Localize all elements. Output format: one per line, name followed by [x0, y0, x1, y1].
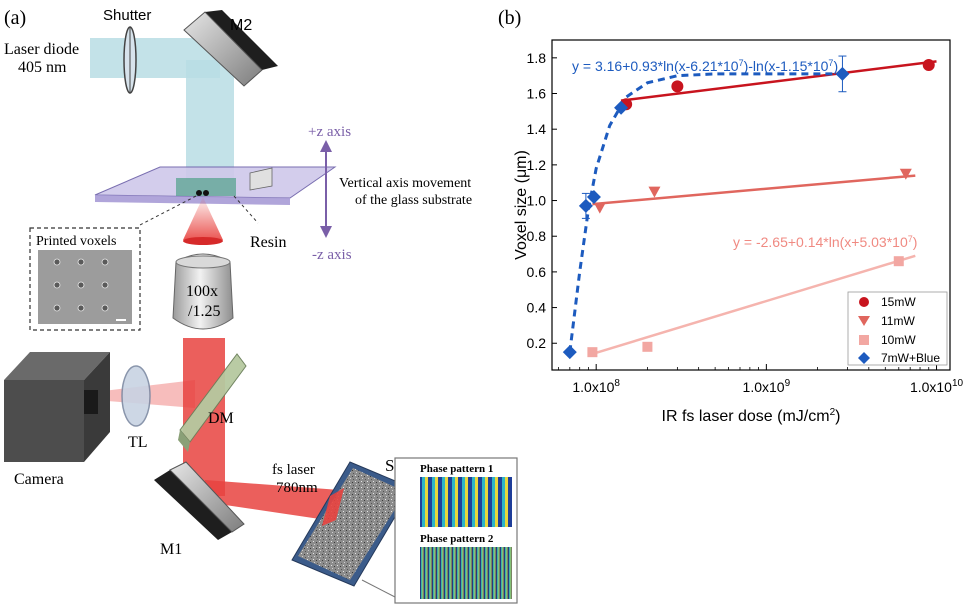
x-tick-label: 1.0x1010: [910, 378, 964, 395]
legend-marker-7mw-blue: [858, 352, 870, 364]
fs-wavelength-label: 780nm: [276, 480, 318, 496]
point-11mw: [593, 202, 606, 214]
phase-pattern-2-label: Phase pattern 2: [420, 533, 494, 545]
minus-z-label: -z axis: [312, 247, 352, 263]
point-7mw-blue: [578, 198, 593, 213]
z-axis-arrow-down: [320, 226, 332, 238]
red-beam-to-slm: [205, 480, 340, 522]
y-tick-label: 0.4: [527, 300, 547, 316]
panel-a-label: (a): [4, 7, 26, 29]
legend-label-7mw-blue: 7mW+Blue: [881, 351, 940, 365]
resin-pointer: [233, 195, 259, 224]
voxel-dot-1: [196, 190, 202, 196]
focused-red-cone: [183, 197, 223, 240]
point-11mw: [899, 168, 912, 180]
x-tick-label: 1.0x108: [572, 378, 620, 395]
fit-line-7mw-blue: [568, 72, 848, 353]
printed-voxels-image: [38, 250, 132, 324]
phase-pattern-1-label: Phase pattern 1: [420, 463, 493, 475]
panel-b-label: (b): [498, 7, 521, 29]
y-tick-label: 1.6: [527, 86, 547, 102]
laser-wavelength-label: 405 nm: [18, 59, 67, 76]
objective-lens: [172, 253, 234, 330]
inset-projection-line: [361, 579, 396, 598]
resin-drop: [176, 178, 236, 196]
point-10mw: [587, 347, 598, 358]
x-axis-label: IR fs laser dose (mJ/cm2): [662, 407, 841, 425]
fit-lines: [568, 60, 937, 356]
point-7mw-blue: [614, 100, 629, 115]
plus-z-label: +z axis: [308, 124, 351, 140]
printed-voxels-frame: [29, 227, 141, 331]
scale-bar: [116, 319, 126, 321]
fit-line-10mw: [592, 254, 916, 356]
legend-marker-15mw: [859, 297, 869, 307]
slm-device: [291, 461, 413, 587]
resin-label: Resin: [250, 234, 286, 251]
x-tick-label: 1.0x109: [743, 378, 791, 395]
substrate-holder: [249, 167, 273, 191]
fit-equation-red: y = -2.65+0.14*ln(x+5.03*107): [733, 234, 917, 250]
y-tick-label: 0.8: [527, 228, 547, 244]
fit-equation-blue: y = 3.16+0.93*ln(x-6.21*107)-ln(x-1.15*1…: [572, 58, 838, 74]
mirror-m2-label: M2: [230, 17, 252, 34]
point-7mw-blue: [586, 189, 601, 204]
printed-voxels-label: Printed voxels: [36, 234, 117, 249]
panel-a: (a) Shutter M2 Laser diode 405 nm Resin: [4, 7, 518, 604]
point-15mw: [671, 80, 684, 93]
objective-aperture: [183, 237, 223, 245]
fit-line-11mw: [592, 174, 916, 206]
objective-mag-label: 100x: [186, 283, 218, 300]
phase-pattern-2: [420, 547, 512, 599]
x-axis-ticks: 1.0x108 1.0x109 1.0x1010: [558, 364, 964, 395]
y-tick-label: 1.4: [527, 121, 547, 137]
fs-laser-label: fs laser: [272, 462, 315, 478]
glass-substrate-edge: [95, 195, 290, 205]
y-tick-label: 1.8: [527, 50, 547, 66]
z-axis-arrow-up: [320, 140, 332, 152]
laser-diode-label: Laser diode: [4, 41, 79, 58]
point-15mw: [922, 58, 935, 71]
point-7mw-blue: [835, 66, 850, 81]
tube-lens: [121, 365, 151, 427]
fit-line-15mw: [620, 60, 937, 102]
blue-beam-vertical: [186, 60, 234, 180]
y-axis-ticks: 0.2 0.4 0.6 0.8 1.0 1.2 1.4 1.6 1.8: [527, 50, 557, 351]
legend-label-15mw: 15mW: [881, 295, 916, 309]
movement-label-1: Vertical axis movement: [339, 176, 471, 191]
y-tick-label: 0.6: [527, 264, 547, 280]
shutter-label: Shutter: [103, 7, 151, 24]
phase-pattern-1: [420, 477, 512, 527]
mirror-m1-label: M1: [160, 541, 182, 558]
y-tick-label: 0.2: [527, 335, 547, 351]
legend-marker-10mw: [859, 335, 869, 345]
point-11mw: [648, 186, 661, 198]
objective-na-label: /1.25: [188, 303, 220, 320]
y-tick-label: 1.2: [527, 157, 547, 173]
point-7mw-blue: [562, 345, 577, 360]
movement-label-2: of the glass substrate: [355, 193, 472, 208]
mirror-m2: [183, 10, 278, 87]
legend-label-11mw: 11mW: [881, 314, 915, 328]
voxel-dot-2: [203, 190, 209, 196]
tube-lens-label: TL: [128, 434, 148, 451]
y-axis-label: Voxel size (μm): [513, 150, 530, 260]
camera-label: Camera: [14, 471, 64, 488]
data-points: [562, 55, 935, 360]
point-10mw: [893, 256, 904, 267]
y-tick-label: 1.0: [527, 193, 547, 209]
mirror-m1: [154, 461, 245, 540]
camera-body: [4, 352, 110, 462]
voxel-grid: [53, 258, 109, 312]
point-10mw: [642, 341, 653, 352]
legend-label-10mw: 10mW: [881, 333, 916, 347]
voxel-pointer: [139, 195, 197, 226]
dichroic-label: DM: [208, 410, 234, 427]
dichroic-mirror: [178, 353, 247, 452]
legend: 15mW 11mW 10mW 7mW+Blue: [847, 291, 948, 366]
legend-marker-11mw: [858, 316, 870, 326]
